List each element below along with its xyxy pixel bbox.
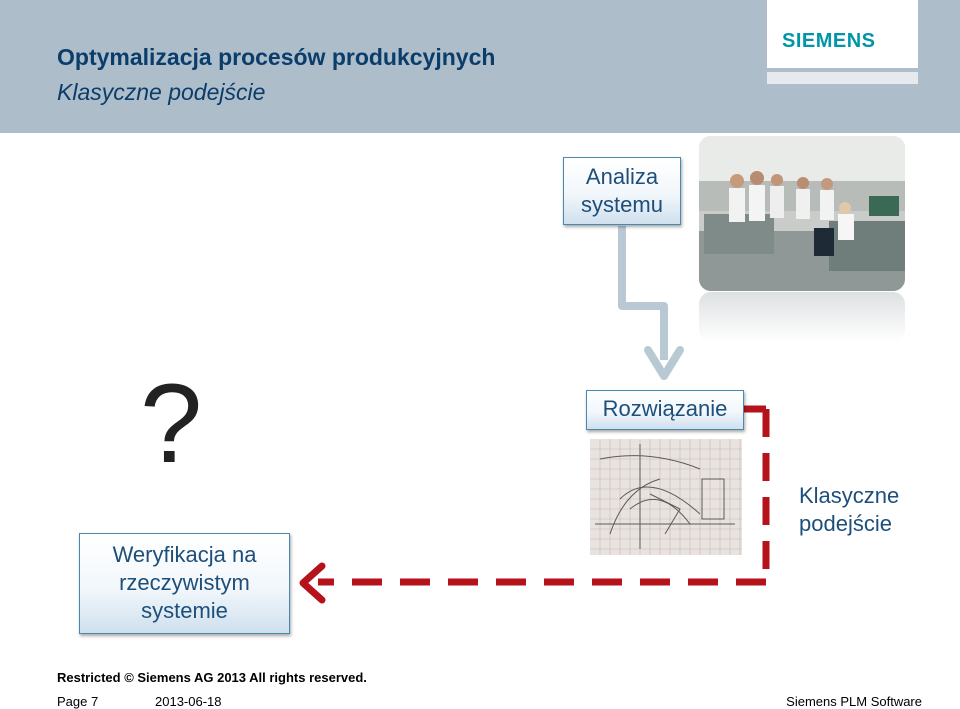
- side-label: Klasyczne podejście: [799, 482, 899, 538]
- question-mark: ?: [140, 364, 202, 484]
- footer-copyright: Restricted © Siemens AG 2013 All rights …: [57, 670, 367, 685]
- verification-box-line1: Weryfikacja na: [80, 541, 289, 569]
- layout-sketch-drawing: [590, 439, 742, 555]
- verification-box-line3: systemie: [80, 597, 289, 625]
- footer-organization: Siemens PLM Software: [786, 694, 922, 709]
- footer-page-number: Page 7: [57, 694, 98, 709]
- analysis-box: Analiza systemu: [563, 157, 681, 225]
- factory-photo: [699, 136, 905, 291]
- side-label-line1: Klasyczne: [799, 482, 899, 510]
- footer-date: 2013-06-18: [155, 694, 222, 709]
- verification-box: Weryfikacja na rzeczywistym systemie: [79, 533, 290, 634]
- verification-box-line2: rzeczywistym: [80, 569, 289, 597]
- solution-box: Rozwiązanie: [586, 390, 744, 430]
- layout-sketch-image: [590, 439, 742, 555]
- analysis-box-line2: systemu: [564, 191, 680, 219]
- analysis-connector: [622, 226, 664, 360]
- side-label-line2: podejście: [799, 510, 899, 538]
- factory-photo-reflection: [699, 292, 905, 342]
- analysis-box-line1: Analiza: [564, 163, 680, 191]
- factory-photo-drawing: [699, 136, 905, 291]
